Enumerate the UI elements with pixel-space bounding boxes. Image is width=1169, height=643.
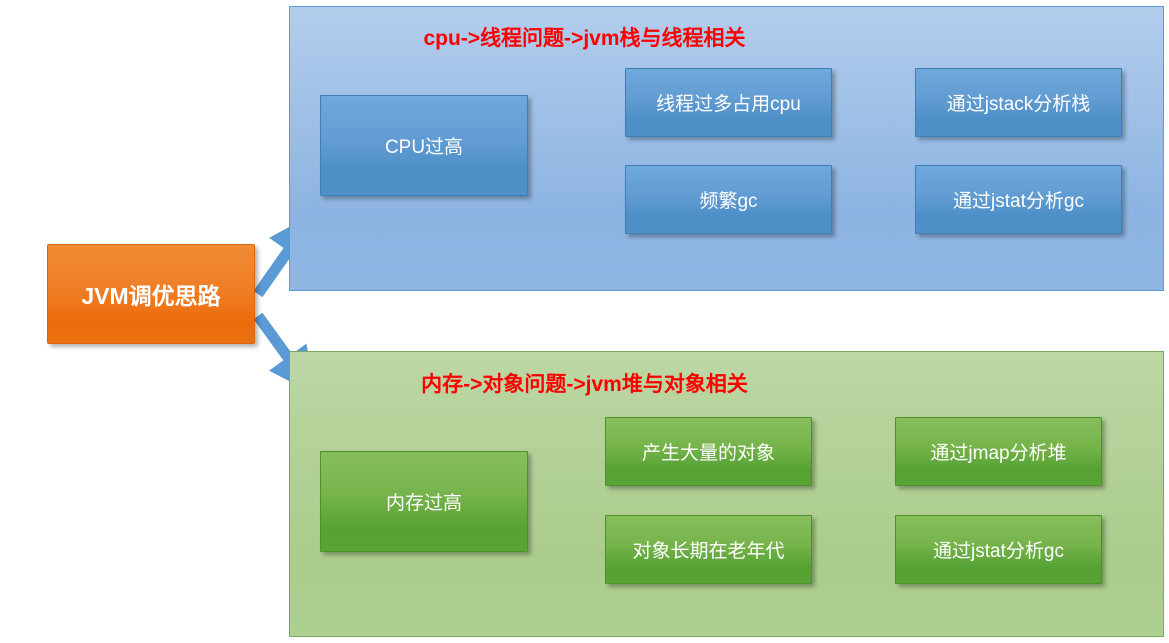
node-analyze-gc-with-jstat-cpu[interactable]: 通过jstat分析gc — [915, 165, 1122, 234]
node-objects-in-old-gen[interactable]: 对象长期在老年代 — [605, 515, 812, 584]
node-analyze-with-jstack[interactable]: 通过jstack分析栈 — [915, 68, 1122, 137]
node-analyze-gc-with-jstat-memory[interactable]: 通过jstat分析gc — [895, 515, 1102, 584]
node-too-many-threads[interactable]: 线程过多占用cpu — [625, 68, 832, 137]
node-analyze-heap-with-jmap[interactable]: 通过jmap分析堆 — [895, 417, 1102, 486]
node-many-objects-created[interactable]: 产生大量的对象 — [605, 417, 812, 486]
root-node-jvm-tuning[interactable]: JVM调优思路 — [47, 244, 255, 344]
node-cpu-high[interactable]: CPU过高 — [320, 95, 528, 196]
cpu-group-title: cpu->线程问题->jvm栈与线程相关 — [423, 27, 746, 50]
node-frequent-gc[interactable]: 频繁gc — [625, 165, 832, 234]
node-memory-high[interactable]: 内存过高 — [320, 451, 528, 552]
memory-group-title: 内存->对象问题->jvm堆与对象相关 — [421, 373, 748, 396]
